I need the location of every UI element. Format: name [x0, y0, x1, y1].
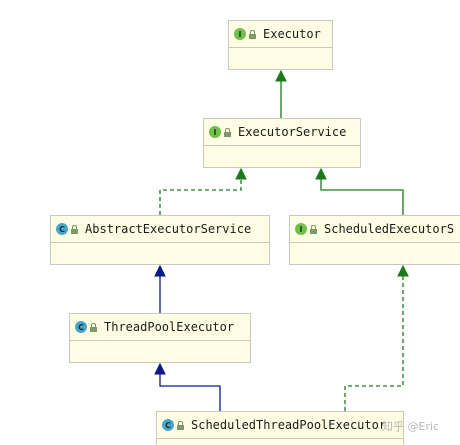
class-badge-icon: C [162, 419, 174, 431]
node-executor[interactable]: I Executor [228, 20, 333, 70]
lock-icon [177, 420, 184, 430]
lock-icon [310, 224, 317, 234]
edge-scheduled-executor-service-to-executor-service [315, 167, 404, 215]
lock-icon [71, 224, 78, 234]
node-name: ThreadPoolExecutor [104, 320, 235, 334]
node-name: ExecutorService [238, 125, 347, 139]
lock-icon [249, 29, 256, 39]
node-executor-service[interactable]: I ExecutorService [203, 118, 361, 168]
node-abstract-executor-service[interactable]: C AbstractExecutorService [50, 215, 270, 265]
node-scheduled-executor-service[interactable]: I ScheduledExecutorS [289, 215, 460, 265]
node-scheduled-thread-pool-executor[interactable]: C ScheduledThreadPoolExecutor [156, 411, 404, 445]
class-badge-icon: C [75, 321, 87, 333]
node-name: AbstractExecutorService [85, 222, 252, 236]
node-name: ScheduledExecutorS [324, 222, 455, 236]
edge-scheduled-thread-pool-executor-to-thread-pool-executor [154, 362, 221, 411]
edge-abstract-executor-service-to-executor-service [159, 167, 247, 215]
lock-icon [90, 322, 97, 332]
class-badge-icon: C [56, 223, 68, 235]
edge-scheduled-thread-pool-executor-to-scheduled-executor-service [344, 264, 409, 411]
node-thread-pool-executor[interactable]: C ThreadPoolExecutor [69, 313, 251, 363]
interface-badge-icon: I [209, 126, 221, 138]
node-name: Executor [263, 27, 321, 41]
node-name: ScheduledThreadPoolExecutor [191, 418, 387, 432]
interface-badge-icon: I [295, 223, 307, 235]
interface-badge-icon: I [234, 28, 246, 40]
lock-icon [224, 127, 231, 137]
watermark: 知乎 @Eric [382, 420, 440, 433]
